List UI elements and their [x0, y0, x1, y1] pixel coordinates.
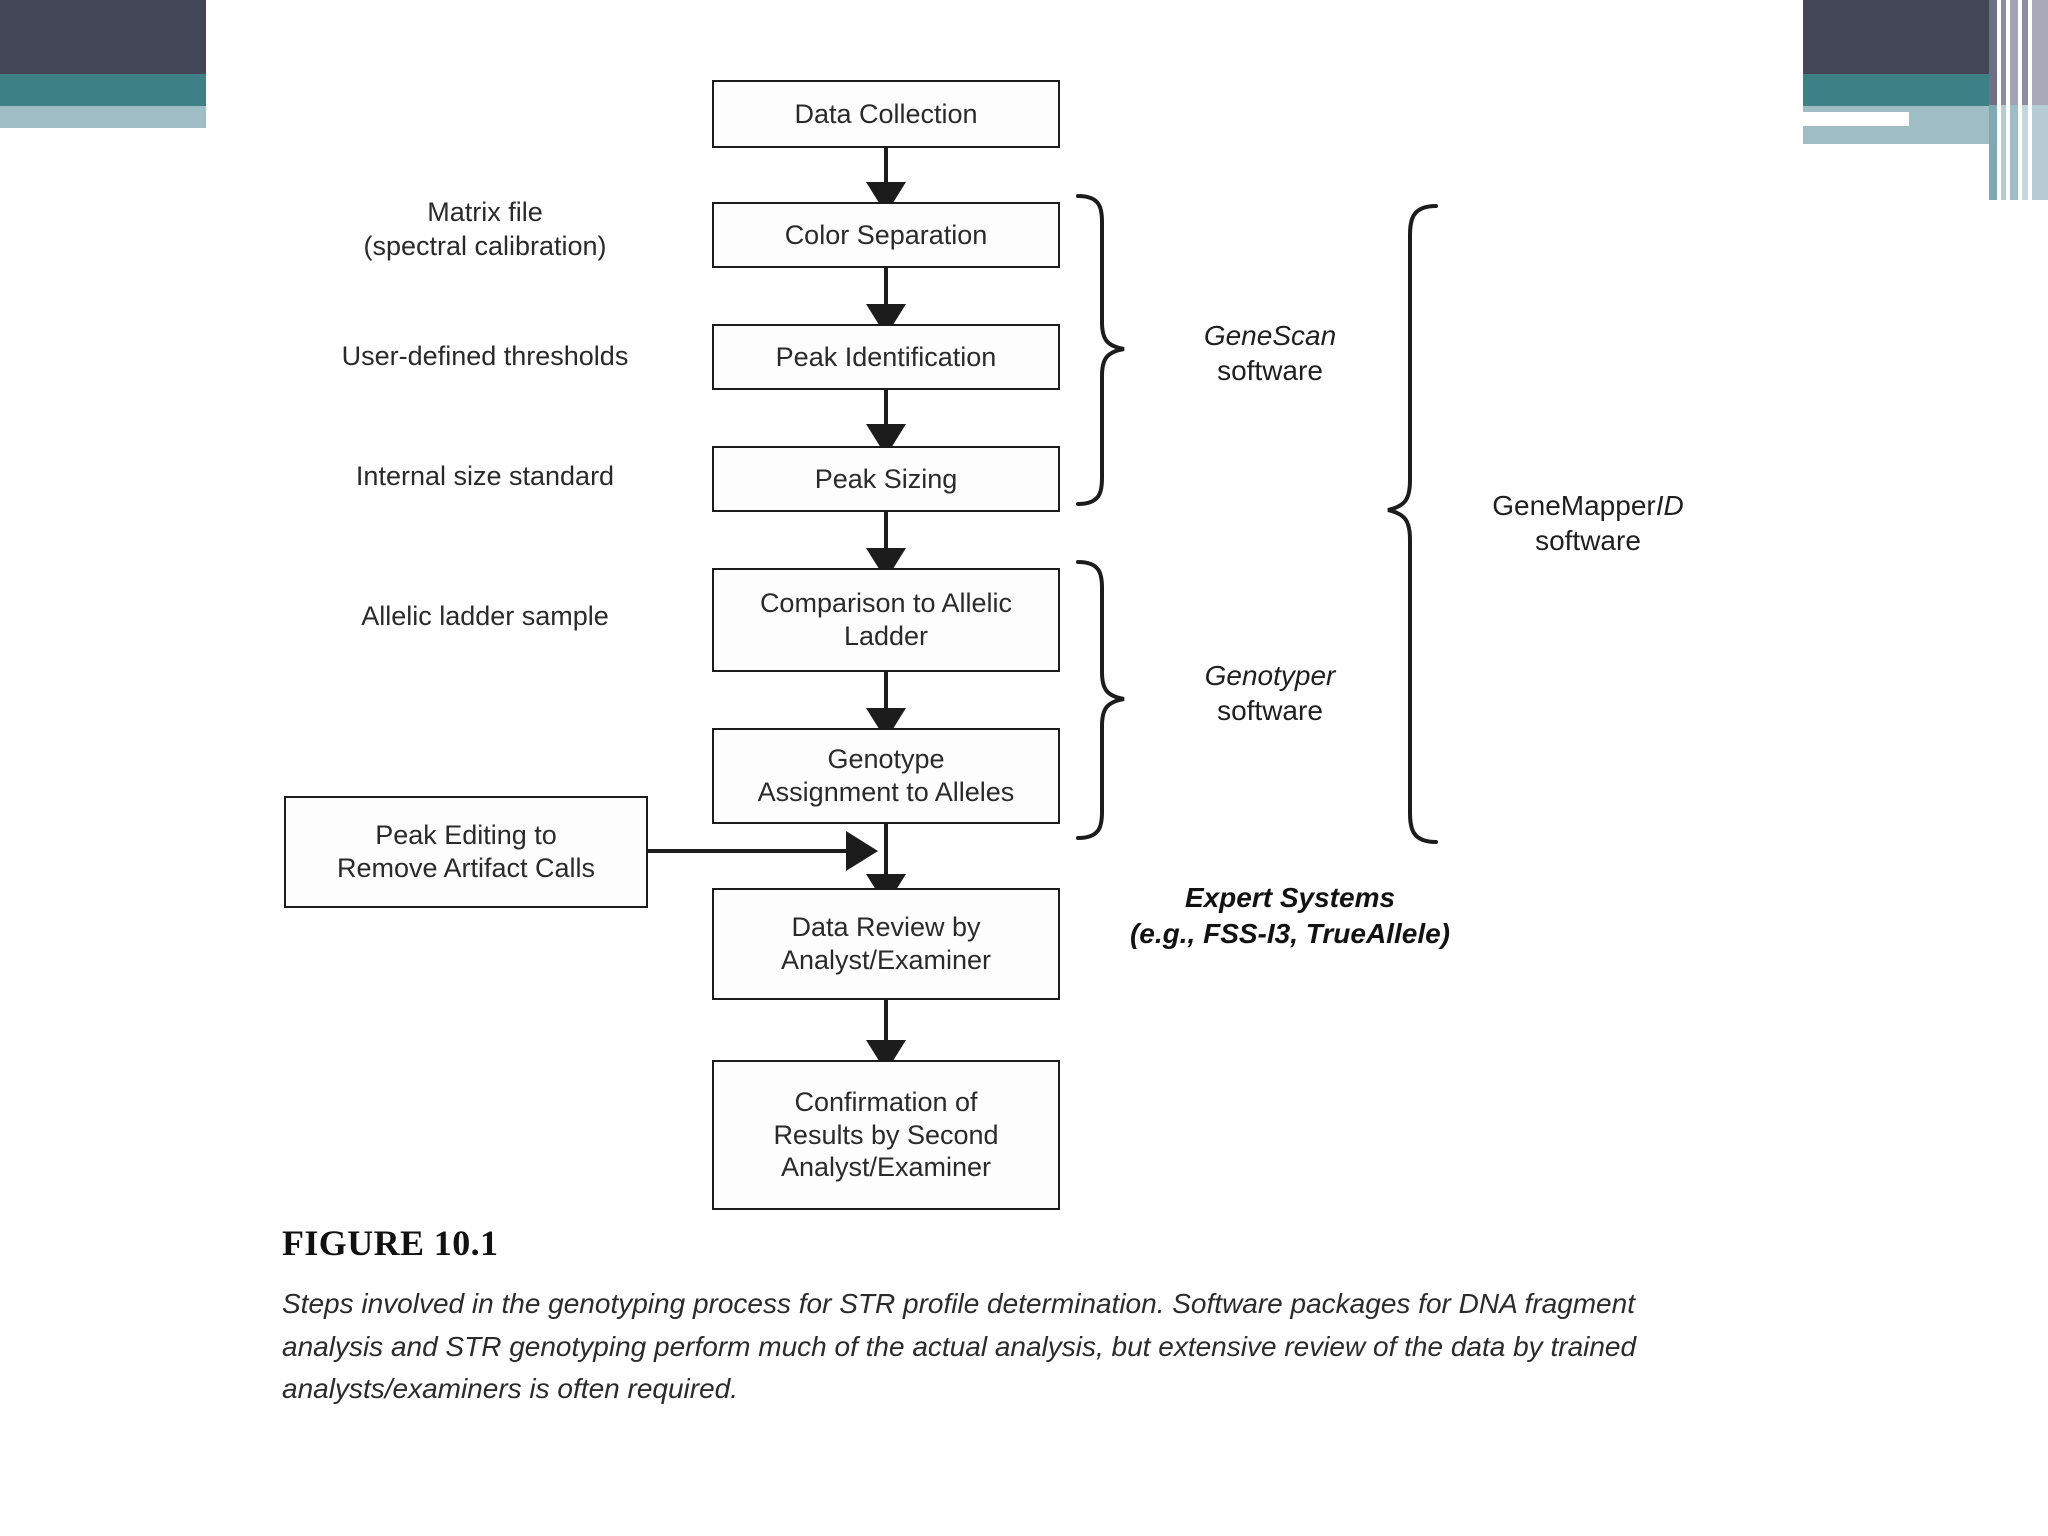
group-label-sub: software	[1217, 355, 1323, 386]
node-label: Comparison to Allelic Ladder	[760, 587, 1012, 653]
node-color-separation[interactable]: Color Separation	[712, 202, 1060, 268]
node-label-line1: Peak Editing to	[375, 820, 557, 851]
node-peak-editing[interactable]: Peak Editing to Remove Artifact Calls	[284, 796, 648, 908]
group-label-name: GeneScan	[1203, 320, 1337, 351]
annotation-line1: Expert Systems	[1184, 882, 1396, 913]
side-label-matrix-file: Matrix file (spectral calibration)	[290, 196, 680, 264]
side-label-internal-size-standard: Internal size standard	[355, 461, 615, 491]
node-label-line1: Confirmation of	[794, 1086, 978, 1117]
node-comparison-allelic-ladder[interactable]: Comparison to Allelic Ladder	[712, 568, 1060, 672]
side-label-line2: (spectral calibration)	[363, 230, 607, 261]
node-label-line2: Assignment to Alleles	[757, 777, 1015, 807]
node-label: Peak Sizing	[814, 463, 958, 494]
node-label-line2: Analyst/Examiner	[780, 945, 992, 975]
node-label: Color Separation	[784, 219, 988, 250]
group-label-sub: software	[1217, 695, 1323, 726]
node-data-collection[interactable]: Data Collection	[712, 80, 1060, 148]
node-peak-sizing[interactable]: Peak Sizing	[712, 446, 1060, 512]
node-label-line3: Analyst/Examiner	[780, 1152, 992, 1183]
node-peak-identification[interactable]: Peak Identification	[712, 324, 1060, 390]
side-label-user-defined-thresholds: User-defined thresholds	[341, 341, 629, 371]
node-label-line2: Ladder	[843, 621, 929, 651]
group-label-genescan: GeneScan software	[1150, 318, 1390, 388]
node-label: Peak Editing to Remove Artifact Calls	[337, 819, 595, 885]
group-label-name: GeneMapper	[1492, 490, 1656, 521]
node-label: Peak Identification	[775, 341, 997, 372]
node-label: Confirmation of Results by Second Analys…	[773, 1086, 998, 1185]
group-label-name: Genotyper	[1204, 660, 1336, 691]
node-label: Genotype Assignment to Alleles	[758, 743, 1015, 809]
group-label-sub: software	[1535, 525, 1641, 556]
group-label-genotyper: Genotyper software	[1150, 658, 1390, 728]
node-label-line1: Genotype	[827, 744, 945, 775]
node-label: Data Collection	[794, 98, 978, 129]
node-label-line2: Results by Second	[773, 1119, 999, 1150]
figure-caption: Steps involved in the genotyping process…	[282, 1288, 1637, 1405]
node-label-line1: Comparison to Allelic	[759, 588, 1013, 619]
node-confirmation[interactable]: Confirmation of Results by Second Analys…	[712, 1060, 1060, 1210]
side-label-allelic-ladder-sample: Allelic ladder sample	[361, 601, 609, 631]
annotation-line2: (e.g., FSS-I3, TrueAllele)	[1129, 918, 1450, 950]
node-label-line2: Remove Artifact Calls	[336, 853, 596, 883]
side-label-line1: Matrix file	[427, 197, 543, 227]
node-label: Data Review by Analyst/Examiner	[781, 911, 991, 977]
annotation-expert-systems: Expert Systems (e.g., FSS-I3, TrueAllele…	[1078, 880, 1502, 953]
node-genotype-assignment[interactable]: Genotype Assignment to Alleles	[712, 728, 1060, 824]
figure-number: FIGURE 10.1	[282, 1223, 499, 1263]
node-data-review[interactable]: Data Review by Analyst/Examiner	[712, 888, 1060, 1000]
node-label-line1: Data Review by	[791, 912, 981, 943]
group-label-italic: ID	[1655, 490, 1684, 521]
group-label-genemapper-id: GeneMapperID software	[1438, 488, 1738, 558]
